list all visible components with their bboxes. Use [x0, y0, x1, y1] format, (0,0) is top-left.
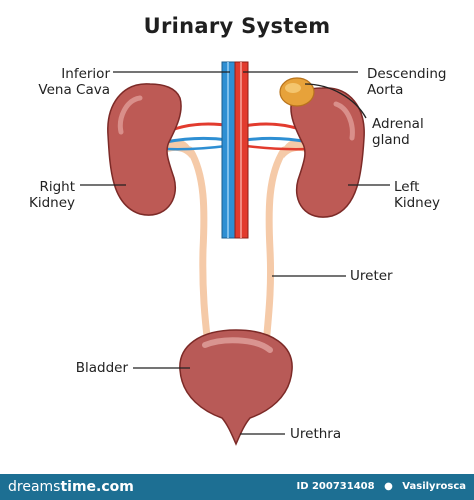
label-ureter: Ureter — [350, 268, 393, 284]
label-bladder: Bladder — [75, 360, 128, 376]
label-adrenal-gland-line1: Adrenal — [372, 116, 424, 132]
leader-lines — [80, 71, 390, 435]
footer-image-id: ID 200731408 ● Vasilyrosca — [290, 481, 466, 492]
label-right-kidney: Right Kidney — [10, 179, 75, 211]
urinary-system-illustration — [80, 61, 390, 446]
footer-author: Vasilyrosca — [402, 481, 466, 492]
label-inferior-vena-cava-line2: Vena Cava — [38, 82, 110, 98]
bladder — [179, 329, 293, 446]
label-left-kidney: Left Kidney — [394, 179, 440, 211]
label-left-kidney-line2: Kidney — [394, 195, 441, 211]
right-ureter — [186, 146, 212, 349]
footer-id-text: ID 200731408 — [296, 481, 375, 492]
footer-logo-prefix: dreams — [8, 479, 61, 495]
footer-logo-suffix: time.com — [60, 479, 134, 495]
label-inferior-vena-cava-line1: Inferior — [61, 66, 110, 82]
left-ureter — [262, 146, 288, 349]
label-right-kidney-line2: Kidney — [28, 195, 75, 211]
ureters — [186, 146, 288, 349]
label-adrenal-gland-line2: gland — [372, 132, 410, 148]
footer-author-icon: ● — [384, 481, 393, 492]
footer-bar: dreamstime.com ID 200731408 ● Vasilyrosc… — [0, 474, 474, 500]
label-adrenal-gland: Adrenal gland — [372, 116, 424, 148]
label-inferior-vena-cava: Inferior Vena Cava — [16, 66, 110, 98]
right-kidney — [107, 83, 182, 216]
diagram-title: Urinary System — [143, 14, 331, 38]
label-urethra: Urethra — [290, 426, 342, 442]
label-descending-aorta-line2: Aorta — [367, 82, 404, 98]
footer-logo: dreamstime.com — [8, 479, 134, 495]
label-right-kidney-line1: Right — [39, 179, 75, 195]
label-descending-aorta: Descending Aorta — [367, 66, 446, 98]
label-left-kidney-line1: Left — [394, 179, 420, 195]
left-kidney — [290, 87, 365, 218]
label-descending-aorta-line1: Descending — [367, 66, 447, 82]
